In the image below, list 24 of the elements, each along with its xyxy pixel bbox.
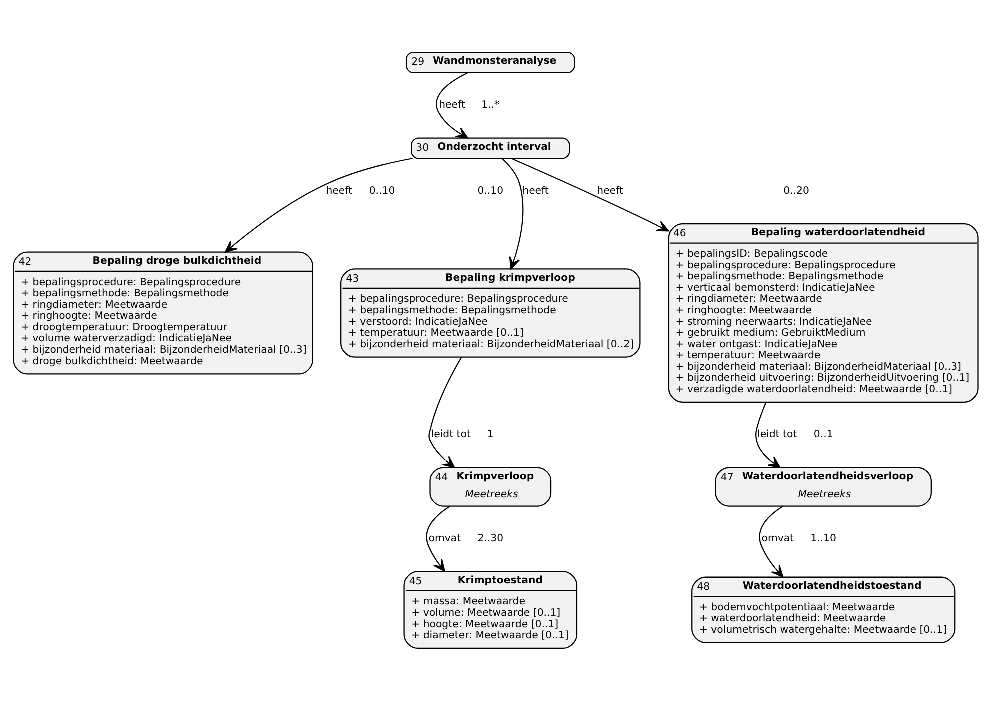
arrow <box>510 158 669 232</box>
edge-label: leidt tot <box>430 430 470 441</box>
arrow <box>502 158 524 270</box>
edge-label: leidt tot <box>757 430 797 441</box>
edge-label: omvat <box>428 533 461 544</box>
edge-label: heeft <box>438 100 465 112</box>
label: 0..1 <box>813 430 833 441</box>
edge-label: heeft <box>596 186 623 197</box>
label: 0..10 <box>368 186 395 197</box>
edge-label: heeft <box>522 186 548 197</box>
arrow <box>426 506 450 572</box>
label: 1 <box>486 430 494 441</box>
arrow <box>755 402 780 468</box>
arrow <box>758 506 784 578</box>
label: 2..30 <box>477 533 504 544</box>
label: 1..* <box>481 100 500 112</box>
label: 1..10 <box>810 533 836 544</box>
label: 0..10 <box>477 186 504 197</box>
edge-label: omvat <box>761 533 794 544</box>
arrow <box>428 357 462 468</box>
arrow <box>224 158 412 253</box>
edge-label: heeft <box>326 186 352 197</box>
arrow <box>436 72 468 139</box>
label: 0..20 <box>783 186 809 197</box>
